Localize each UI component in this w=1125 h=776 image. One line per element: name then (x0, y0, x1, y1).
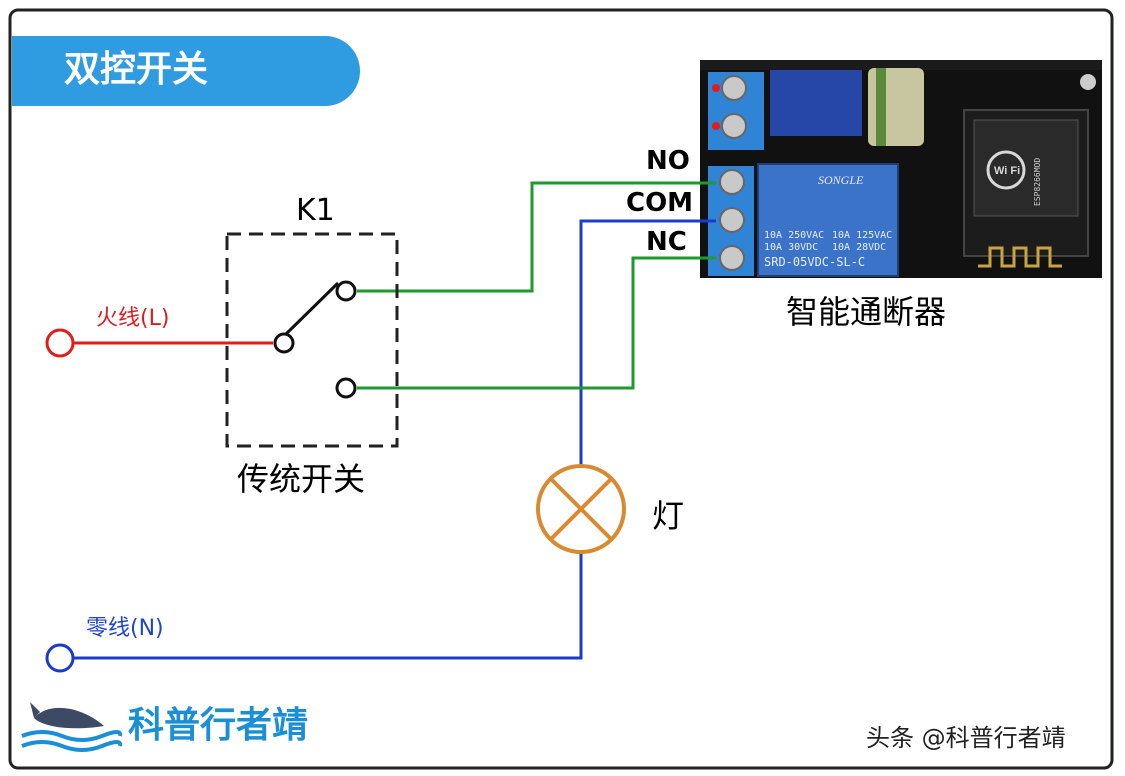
whale-tail (30, 702, 40, 718)
outer-frame (8, 8, 1114, 770)
switch-id-label: K1 (296, 193, 335, 228)
switch-lower-contact (335, 377, 357, 399)
relay-brand: SONGLE (818, 173, 864, 187)
nc-wire-path (357, 256, 716, 390)
smart-breaker-label: 智能通断器 (786, 293, 947, 331)
switch-upper-contact (335, 280, 357, 302)
relay-rating-4: 10A 28VDC (832, 242, 886, 253)
power-screw-1 (721, 75, 747, 101)
wave-2 (21, 740, 123, 752)
nc-terminal-label: NC (646, 227, 687, 257)
relay-screw-com (719, 207, 745, 233)
cap-stripe (876, 68, 886, 146)
switch-blade (282, 281, 340, 338)
relay-rating-3: 10A 30VDC (764, 242, 818, 253)
chip-mark: ESP8266MOD (1033, 158, 1042, 206)
led-indicator (1080, 74, 1096, 90)
live-wire-label: 火线(L) (96, 306, 170, 331)
no-terminal-label: NO (646, 146, 690, 176)
neutral-wire-label: 零线(N) (86, 616, 164, 641)
switch-dashed-box (225, 232, 399, 448)
neutral-terminal (45, 643, 75, 673)
com-terminal-label: COM (626, 188, 694, 218)
relay-screw-nc (719, 245, 745, 271)
wifi-logo-icon (986, 150, 1026, 190)
neutral-wire (45, 219, 716, 673)
neutral-wire-path (74, 552, 583, 660)
relay-rating-1: 10A 250VAC (764, 230, 824, 241)
pcb-antenna (978, 246, 1062, 268)
wave-1 (21, 730, 123, 742)
whale-body (34, 707, 104, 729)
watermark-text: 头条 @科普行者靖 (866, 724, 1066, 752)
relay-model: SRD-05VDC-SL-C (764, 255, 865, 269)
esp-shield (973, 119, 1079, 217)
wifi-mark: Wi Fi (994, 165, 1020, 177)
relay-screw-no (719, 169, 745, 195)
blue-capacitor (770, 70, 862, 136)
lamp-icon (536, 464, 626, 554)
brand-logo-text: 科普行者靖 (128, 705, 309, 746)
switch-name-label: 传统开关 (237, 460, 366, 498)
traditional-switch (225, 232, 399, 448)
smart-breaker-module: SONGLE 10A 250VAC 10A 125VAC 10A 30VDC 1… (700, 60, 1102, 278)
live-wire (45, 328, 273, 358)
relay-body (757, 163, 899, 277)
com-wire-path (579, 219, 716, 466)
whale-logo-icon (21, 702, 123, 752)
red-wire-dot-2 (712, 122, 720, 130)
module-top-lip (700, 60, 1102, 70)
page-title: 双控开关 (64, 49, 209, 90)
power-screw-2 (721, 113, 747, 139)
relay-rating-2: 10A 125VAC (832, 230, 892, 241)
live-terminal (45, 328, 75, 358)
no-wire-path (357, 181, 716, 293)
lamp-label: 灯 (652, 497, 685, 535)
lamp-cross-2 (549, 477, 613, 541)
switch-common-contact (273, 332, 295, 354)
red-wire-dot-1 (712, 84, 720, 92)
title-banner (12, 36, 360, 106)
